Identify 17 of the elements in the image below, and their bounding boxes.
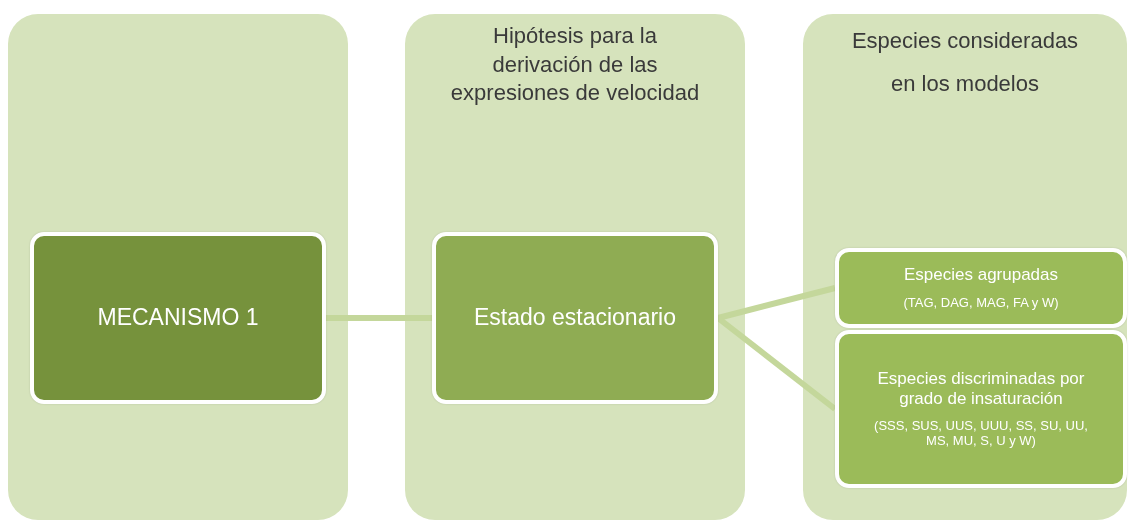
column-heading: Especies consideradas en los modelos: [850, 27, 1080, 98]
panel-background: [8, 14, 348, 520]
process-box: [835, 330, 1127, 488]
box-label: Especies discriminadas por grado de insaturación: [876, 369, 1086, 410]
species-list: (TAG, DAG, MAG, FA y W): [903, 295, 1059, 311]
box-label: Estado estacionario: [474, 304, 676, 332]
connector-line: [326, 315, 432, 321]
species-list: (SSS, SUS, UUS, UUU, SS, SU, UU, MS, MU, S, U y W): [861, 417, 1101, 449]
box-label: MECANISMO 1: [97, 304, 259, 332]
panel-background: [405, 14, 745, 520]
connector-line: [717, 285, 836, 321]
panel-background: [803, 14, 1127, 520]
process-box: [30, 232, 326, 404]
box-label: Especies agrupadas: [903, 265, 1058, 286]
process-box: [432, 232, 718, 404]
column-heading: Hipótesis para la derivación de las expresiones de velocidad: [449, 22, 701, 108]
process-box: [835, 248, 1127, 328]
